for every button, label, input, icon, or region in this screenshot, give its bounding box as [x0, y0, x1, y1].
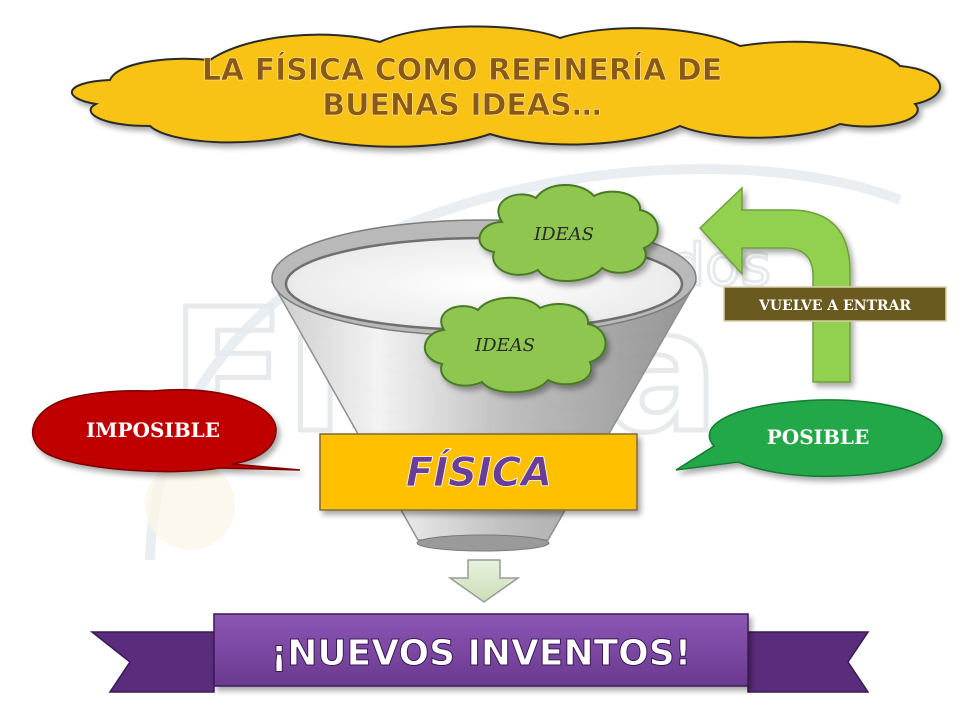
banner-left-tail — [89, 631, 215, 693]
physics-box-shape — [319, 433, 638, 511]
physics-filter-box: FÍSICA — [319, 433, 638, 511]
impossible-callout: IMPOSIBLE — [31, 388, 301, 473]
title-line-1: LA FÍSICA COMO REFINERÍA DE — [202, 52, 722, 88]
funnel-spout — [416, 534, 550, 552]
possible-callout-shape — [675, 399, 943, 478]
banner-main — [213, 613, 749, 687]
title-cloud-shape — [71, 25, 941, 148]
reenter-box-shape — [723, 286, 947, 322]
new-inventions-banner: ¡NUEVOS INVENTOS! — [89, 613, 870, 693]
ideas-middle-label: IDEAS — [474, 335, 535, 356]
title-cloud: LA FÍSICA COMO REFINERÍA DE BUENAS IDEAS… — [71, 25, 941, 148]
impossible-callout-shape — [31, 388, 301, 473]
ideas-cloud-middle-shape — [423, 296, 607, 394]
ideas-cloud-top: IDEAS — [478, 183, 659, 283]
possible-callout: POSIBLE — [675, 399, 943, 478]
possible-label: POSIBLE — [767, 425, 869, 449]
reenter-arrow — [698, 186, 851, 383]
banner-label: ¡NUEVOS INVENTOS! — [271, 633, 691, 674]
reenter-label: VUELVE A ENTRAR — [758, 298, 911, 314]
ideas-cloud-top-shape — [478, 183, 659, 283]
physics-label: FÍSICA — [406, 448, 552, 496]
down-arrow-shape — [447, 559, 521, 603]
ideas-cloud-middle: IDEAS — [423, 296, 607, 394]
title-line-2: BUENAS IDEAS… — [322, 88, 601, 123]
ideas-top-label: IDEAS — [533, 224, 594, 245]
down-arrow — [447, 559, 521, 603]
reenter-arrow-shape — [698, 186, 851, 383]
banner-right-tail — [747, 631, 870, 693]
impossible-label: IMPOSIBLE — [86, 418, 220, 442]
reenter-label-box: VUELVE A ENTRAR — [723, 286, 947, 322]
